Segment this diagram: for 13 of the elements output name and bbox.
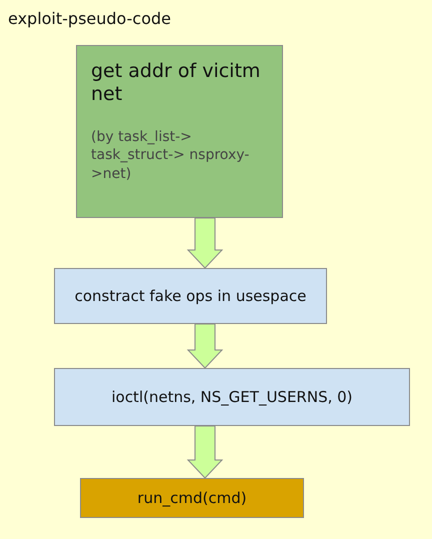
- process-box: [80, 478, 304, 518]
- process-box: [54, 368, 410, 426]
- box-note: (by task_list-> task_struct-> nsproxy->net): [91, 128, 250, 184]
- box-label: ioctl(netns, NS_GET_USERNS, 0): [111, 388, 353, 406]
- block-arrow: [186, 324, 224, 369]
- box-label: run_cmd(cmd): [137, 489, 247, 507]
- process-box: [54, 268, 327, 324]
- block-arrow: [186, 218, 224, 269]
- process-box: [76, 45, 283, 218]
- block-arrow: [186, 426, 224, 479]
- box-heading: get addr of vicitm net: [91, 60, 262, 106]
- box-label: constract fake ops in usespace: [74, 287, 306, 305]
- diagram-title: exploit-pseudo-code: [8, 9, 171, 28]
